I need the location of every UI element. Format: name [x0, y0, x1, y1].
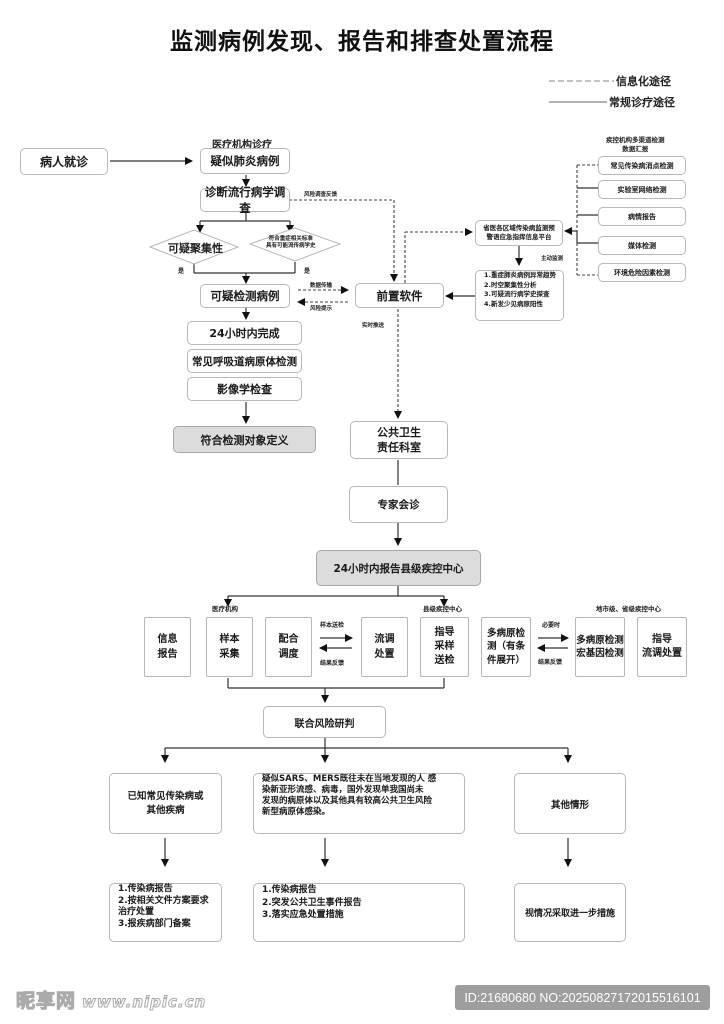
- channel-box: 实验室网络检测: [598, 180, 686, 199]
- sample-collect-box: 样本采集: [206, 617, 253, 677]
- novel-actions-box: 1.传染病报告 2.突发公共卫生事件报告 3.落实应急处置措施: [253, 883, 465, 942]
- diamond-criteria-label: 符合重症相关标准 具有可能流传病学史: [266, 236, 316, 249]
- other-actions-box: 视情况采取进一步措施: [514, 883, 626, 942]
- within-24h-box: 24小时内完成: [187, 321, 302, 345]
- channel-box: 媒体检测: [598, 236, 686, 255]
- channel-box: 常见传染病消点检测: [598, 156, 686, 175]
- epi-disposal-box: 流调处置: [361, 617, 408, 677]
- legend-routine-path: 常规诊疗途径: [609, 96, 675, 109]
- realtime-push-label: 实时推送: [362, 323, 385, 329]
- novel-pathogen-box: 疑似SARS、MERS既往未在当地发现的人 感 染新亚形流感、病毒，国外发现单我…: [253, 773, 465, 834]
- city-province-cdc-label: 地市级、省级疾控中心: [596, 605, 661, 613]
- sample-send-label: 样本送检: [320, 622, 345, 629]
- risk-alert-label: 风险提示: [310, 306, 333, 312]
- county-cdc-label: 县级疾控中心: [423, 605, 462, 613]
- expert-consult-box: 专家会诊: [349, 486, 448, 523]
- cdc-header: 疾控机构多渠道检测 数据汇报: [606, 136, 665, 153]
- diamond-cluster: [148, 229, 240, 265]
- report-county-cdc-box: 24小时内报告县级疾控中心: [316, 550, 481, 586]
- front-software-box: 前置软件: [355, 283, 444, 308]
- yes-right-label: 是: [304, 268, 311, 275]
- epi-investigation-box: 诊断流行病学调查: [200, 185, 290, 215]
- meets-definition-box: 符合检测对象定义: [173, 426, 316, 453]
- suspected-pneumonia-box: 疑似肺炎病例: [200, 148, 290, 174]
- when-necessary-label: 必要时: [542, 622, 561, 629]
- respiratory-test-box: 常见呼吸道病原体检测: [187, 349, 302, 373]
- analysis-list-box: 1.重症肺炎病例异常趋势 2.时空聚集性分析 3.可疑流行病学史探查 4.新发少…: [475, 270, 564, 321]
- coordinate-box: 配合调度: [265, 617, 312, 677]
- known-disease-box: 已知常见传染病或其他疾病: [109, 773, 222, 834]
- medical-institution-label-2: 医疗机构: [212, 605, 238, 613]
- info-report-box: 信息报告: [144, 617, 191, 677]
- legend-info-path: 信息化途径: [616, 75, 671, 88]
- multi-pathogen-city-box: 多病原检测宏基因检测: [575, 617, 625, 677]
- watermark-id: ID:21680680 NO:20250827172015516101: [455, 985, 710, 1010]
- joint-assessment-box: 联合风险研判: [263, 706, 386, 738]
- suspected-detection-box: 可疑检测病例: [200, 284, 290, 308]
- patient-visit-box: 病人就诊: [20, 148, 108, 175]
- imaging-box: 影像学检查: [187, 377, 302, 401]
- platform-box: 省医各区域传染病监测预 警语应急指挥信息平台: [475, 220, 563, 246]
- page-title: 监测病例发现、报告和排查处置流程: [170, 29, 554, 55]
- guide-sampling-box: 指导采样送检: [420, 617, 469, 677]
- risk-feedback-label: 风险调查反馈: [304, 192, 338, 198]
- result-feedback-label-2: 结果反馈: [538, 659, 563, 666]
- other-cases-box: 其他情形: [514, 773, 626, 834]
- active-monitoring-label: 主动监测: [541, 256, 564, 262]
- yes-left-label: 是: [178, 268, 185, 275]
- channel-box: 环境危险因素检测: [598, 263, 686, 282]
- known-actions-box: 1.传染病报告 2.按相关文件方案要求 治疗处置 3.报疾病部门备案: [109, 883, 222, 942]
- medical-institution-label: 医疗机构诊疗: [212, 140, 272, 151]
- diamond-cluster-label: 可疑聚集性: [168, 242, 223, 255]
- guide-epi-box: 指导流调处置: [637, 617, 687, 677]
- channel-box: 病情报告: [598, 207, 686, 226]
- result-feedback-label-1: 结果反馈: [320, 660, 345, 667]
- multi-pathogen-county-box: 多病原检测（有条件展开）: [481, 617, 531, 677]
- public-health-box: 公共卫生 责任科室: [350, 421, 448, 459]
- data-transfer-label: 数据传输: [310, 283, 333, 289]
- diamond-criteria: [248, 227, 342, 262]
